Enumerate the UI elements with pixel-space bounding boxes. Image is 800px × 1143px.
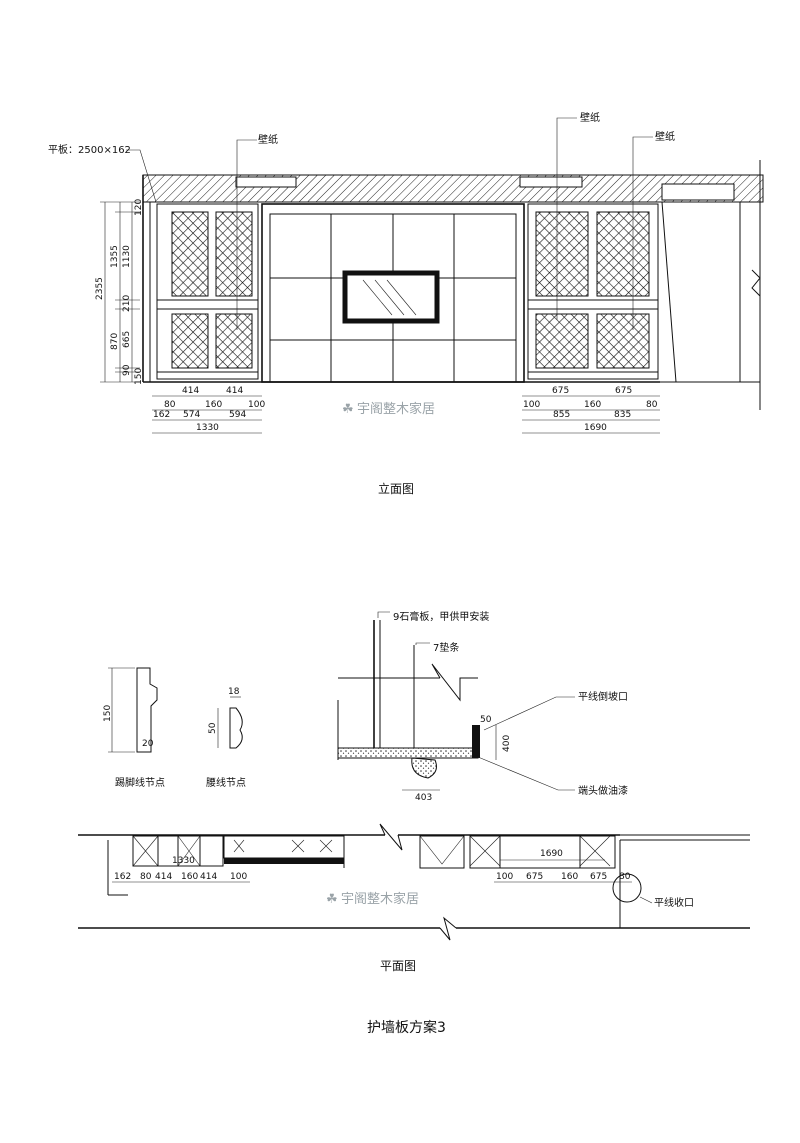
plan-closure-marker: [612, 873, 642, 903]
cornice-recess-1: [235, 176, 297, 188]
svg-text:162: 162: [153, 410, 170, 420]
svg-text:160: 160: [561, 872, 578, 882]
elevation-view: 平板：2500×162 壁纸 壁纸 壁纸 120 1355 1130 2355 …: [48, 111, 764, 496]
left-wallpaper-panel-2: [215, 211, 253, 297]
svg-text:80: 80: [646, 400, 658, 410]
wallpaper-label-2: 壁纸: [580, 111, 600, 124]
section-molding: [411, 757, 437, 779]
svg-text:665: 665: [122, 331, 132, 348]
plan-left-dims: 162 80 414 160 414 100: [114, 872, 247, 882]
elevation-left-dims: 414 414 80 160 100 162 574 594 1330: [153, 386, 265, 433]
svg-text:870: 870: [110, 333, 120, 350]
svg-text:160: 160: [584, 400, 601, 410]
strip-label: 7垫条: [433, 641, 459, 654]
svg-text:宇阁整木家居: 宇阁整木家居: [357, 401, 435, 417]
svg-text:18: 18: [228, 687, 240, 697]
svg-text:100: 100: [248, 400, 265, 410]
svg-text:675: 675: [526, 872, 543, 882]
closure-label: 平线收口: [654, 896, 694, 909]
svg-text:90: 90: [122, 364, 132, 376]
waist-line-detail: 18 50 腰线节点: [206, 687, 246, 789]
svg-text:1355: 1355: [110, 245, 120, 268]
svg-text:宇阁整木家居: 宇阁整木家居: [341, 891, 419, 907]
flat-board-label: 平板：2500×162: [48, 143, 131, 156]
waist-caption: 腰线节点: [206, 776, 246, 789]
svg-text:414: 414: [182, 386, 199, 396]
wallpaper-label-3: 壁纸: [655, 130, 675, 143]
watermark-logo-icon: ☘: [326, 892, 338, 907]
plan-right-dims: 100 675 160 675 80: [496, 872, 631, 882]
left-wallpaper-panel-3: [171, 313, 209, 369]
svg-text:150: 150: [134, 368, 144, 385]
svg-text:150: 150: [103, 705, 113, 722]
left-wallpaper-panel-1: [171, 211, 209, 297]
svg-text:1330: 1330: [172, 856, 195, 866]
elevation-right-dims: 675 675 100 160 80 855 835 1690: [523, 386, 658, 433]
svg-text:414: 414: [200, 872, 217, 882]
right-panel-frame: [527, 203, 659, 380]
paint-label: 端头做油漆: [578, 784, 628, 797]
plan-caption: 平面图: [380, 959, 416, 973]
svg-text:675: 675: [615, 386, 632, 396]
tv-screen: [342, 270, 440, 324]
cornice-recess-2: [519, 176, 583, 188]
elevation-caption: 立面图: [378, 481, 414, 496]
svg-text:414: 414: [155, 872, 172, 882]
svg-text:855: 855: [553, 410, 570, 420]
svg-text:162: 162: [114, 872, 131, 882]
left-panel-frame: [156, 203, 259, 380]
svg-text:100: 100: [523, 400, 540, 410]
section-detail: 9石膏板，甲供甲安装 7垫条 平线倒坡口 端头做油漆 50 400 403: [337, 610, 628, 803]
section-base-slab: [337, 747, 479, 759]
svg-text:2355: 2355: [95, 277, 105, 300]
watermark-logo-icon: ☘: [342, 402, 354, 417]
svg-text:160: 160: [205, 400, 222, 410]
gypsum-label: 9石膏板，甲供甲安装: [393, 610, 489, 623]
svg-text:20: 20: [142, 739, 154, 749]
svg-text:80: 80: [140, 872, 152, 882]
svg-text:1330: 1330: [196, 423, 219, 433]
right-wallpaper-panel-1: [535, 211, 589, 297]
svg-text:1690: 1690: [540, 849, 563, 859]
sheet-title: 护墙板方案3: [367, 1019, 446, 1036]
svg-text:80: 80: [619, 872, 631, 882]
svg-text:1690: 1690: [584, 423, 607, 433]
plan-tv-cabinet: [223, 835, 345, 859]
right-wallpaper-panel-2: [596, 211, 650, 297]
svg-text:100: 100: [230, 872, 247, 882]
svg-text:1130: 1130: [122, 245, 132, 268]
svg-text:675: 675: [590, 872, 607, 882]
wallpaper-label-1: 壁纸: [258, 133, 278, 146]
svg-text:50: 50: [480, 715, 492, 725]
elevation-vertical-dims: 120 1355 1130 2355 210 870 665 90 150: [95, 199, 144, 385]
svg-text:675: 675: [552, 386, 569, 396]
section-end-strip: [472, 725, 480, 758]
svg-text:835: 835: [614, 410, 631, 420]
right-wallpaper-panel-4: [596, 313, 650, 369]
svg-text:414: 414: [226, 386, 243, 396]
watermark-plan: ☘ 宇阁整木家居: [326, 891, 419, 907]
right-wallpaper-panel-3: [535, 313, 589, 369]
svg-text:403: 403: [415, 793, 432, 803]
baseboard-detail: 150 20 踢脚线节点: [103, 667, 165, 789]
baseboard-caption: 踢脚线节点: [115, 776, 165, 789]
svg-text:100: 100: [496, 872, 513, 882]
svg-text:574: 574: [183, 410, 200, 420]
svg-text:120: 120: [134, 199, 144, 216]
svg-text:160: 160: [181, 872, 198, 882]
bevel-label: 平线倒坡口: [578, 690, 628, 703]
watermark-elevation: ☘ 宇阁整木家居: [342, 401, 435, 417]
cornice-recess-3: [661, 183, 735, 201]
svg-text:80: 80: [164, 400, 176, 410]
svg-text:50: 50: [208, 722, 218, 734]
svg-text:594: 594: [229, 410, 246, 420]
svg-text:400: 400: [502, 735, 512, 752]
plan-view: 1330 1690 162 80 414 160 414 100 100 675…: [78, 823, 750, 973]
left-wallpaper-panel-4: [215, 313, 253, 369]
svg-text:210: 210: [122, 295, 132, 312]
